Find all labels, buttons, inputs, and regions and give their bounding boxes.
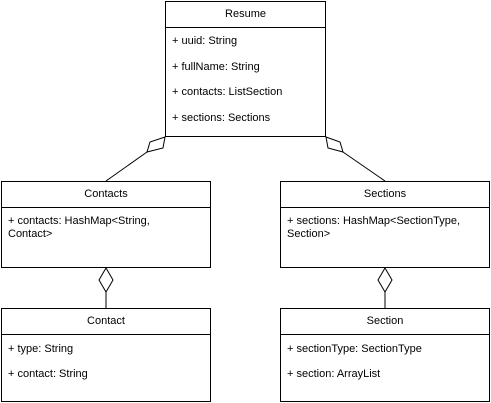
aggregation-diamond-resume-sections bbox=[325, 136, 344, 153]
class-name-section: Section bbox=[281, 309, 489, 335]
attribute-section-type: + sectionType: SectionType bbox=[287, 343, 422, 355]
attribute-uuid: + uuid: String bbox=[172, 35, 238, 47]
attribute-contacts-map: + contacts: HashMap<String, Contact> bbox=[8, 215, 150, 240]
class-name-sections: Sections bbox=[281, 182, 489, 208]
aggregation-diamond-resume-contacts bbox=[146, 136, 166, 153]
aggregation-line-resume-contacts bbox=[105, 151, 148, 182]
aggregation-diamond-sections-section bbox=[377, 267, 393, 293]
attribute-type: + type: String bbox=[8, 343, 74, 355]
attribute-contact: + contact: String bbox=[8, 368, 88, 380]
class-box-resume[interactable]: Resume + uuid: String + fullName: String… bbox=[165, 1, 326, 137]
attribute-section: + section: ArrayList bbox=[287, 368, 381, 380]
class-box-section[interactable]: Section + sectionType: SectionType + sec… bbox=[280, 308, 490, 402]
attribute-fullname: + fullName: String bbox=[172, 61, 260, 73]
attribute-contacts: + contacts: ListSection bbox=[172, 86, 283, 98]
class-name-resume: Resume bbox=[166, 2, 325, 28]
attribute-sections-map: + sections: HashMap<SectionType, Section… bbox=[287, 215, 461, 240]
aggregation-line-resume-sections bbox=[342, 151, 386, 182]
class-box-contact[interactable]: Contact + type: String + contact: String bbox=[1, 308, 211, 402]
aggregation-diamond-contacts-contact bbox=[98, 267, 114, 293]
class-name-contacts: Contacts bbox=[2, 182, 210, 208]
class-name-contact: Contact bbox=[2, 309, 210, 335]
class-box-sections[interactable]: Sections + sections: HashMap<SectionType… bbox=[280, 181, 490, 268]
attribute-sections: + sections: Sections bbox=[172, 112, 271, 124]
class-box-contacts[interactable]: Contacts + contacts: HashMap<String, Con… bbox=[1, 181, 211, 268]
